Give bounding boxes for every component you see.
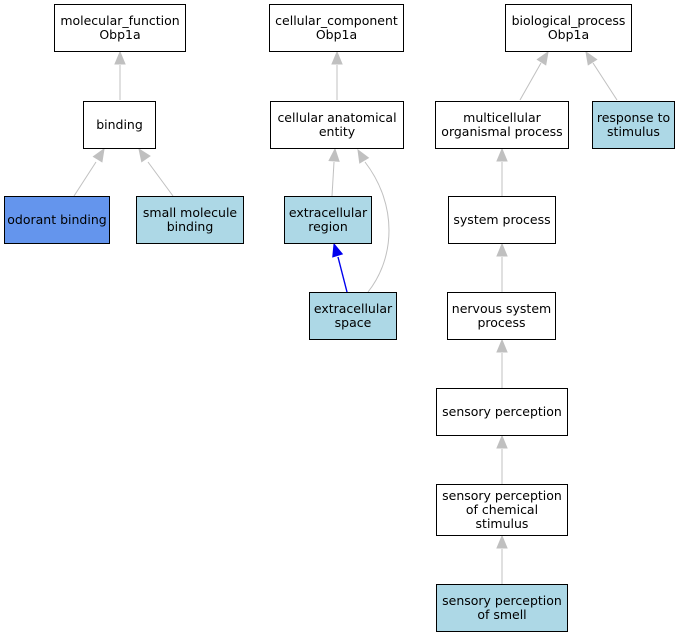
arrow-head-icon (328, 147, 340, 162)
term-label: sensory perception (442, 404, 562, 419)
arrow-head-icon (585, 50, 598, 66)
term-node-spos[interactable]: sensory perception of smell (436, 584, 568, 632)
term-label: molecular_function Obp1a (60, 13, 180, 42)
arrow-head-icon (138, 147, 151, 163)
term-node-smallmol[interactable]: small molecule binding (136, 196, 244, 244)
term-node-spcs[interactable]: sensory perception of chemical stimulus (436, 484, 568, 536)
arrow-head-icon (92, 147, 105, 163)
edge-spcs-to-sp (496, 434, 508, 484)
term-node-nsp[interactable]: nervous system process (447, 292, 556, 340)
edge-exspace-to-exreg (332, 242, 348, 293)
term-label: biological_process Obp1a (511, 13, 626, 42)
edge-mop-to-bp (519, 50, 549, 101)
term-label: cellular_component Obp1a (275, 13, 398, 42)
edge-rts-to-bp (585, 50, 618, 101)
edge-line (147, 161, 174, 197)
edge-odorant-to-binding (73, 147, 105, 197)
term-label: small molecule binding (142, 205, 238, 234)
edge-nsp-to-sysproc (496, 242, 508, 292)
arrow-head-icon (496, 338, 508, 353)
edge-line (519, 62, 542, 101)
edge-exreg-to-cae (328, 147, 340, 197)
edge-line (592, 62, 618, 101)
edge-exspace-to-cae (357, 148, 390, 293)
term-node-mop[interactable]: multicellular organismal process (435, 101, 569, 149)
term-label: extracellular space (313, 301, 393, 330)
term-node-mf[interactable]: molecular_function Obp1a (54, 4, 186, 52)
term-label: nervous system process (451, 301, 552, 330)
term-label: extracellular region (288, 205, 368, 234)
term-node-odorant[interactable]: odorant binding (4, 196, 110, 244)
arrow-head-icon (331, 50, 343, 65)
edge-cae-to-cc (331, 50, 343, 100)
edge-line (337, 256, 348, 293)
term-node-sp[interactable]: sensory perception (436, 388, 568, 436)
term-node-rts[interactable]: response to stimulus (592, 101, 675, 149)
edge-smallmol-to-binding (138, 147, 174, 197)
edge-line (73, 161, 97, 197)
arrow-head-icon (332, 242, 344, 258)
term-label: sensory perception of chemical stimulus (442, 488, 562, 531)
arrow-head-icon (114, 50, 126, 65)
term-node-cae[interactable]: cellular anatomical entity (270, 101, 404, 149)
term-label: cellular anatomical entity (277, 110, 397, 139)
edge-sp-to-nsp (496, 338, 508, 388)
arrow-head-icon (496, 242, 508, 257)
term-label: sensory perception of smell (442, 593, 562, 622)
edge-line (364, 161, 390, 293)
term-label: multicellular organismal process (441, 110, 563, 139)
arrow-head-icon (496, 147, 508, 162)
edge-line (331, 161, 335, 197)
term-node-exspace[interactable]: extracellular space (309, 292, 397, 340)
term-label: odorant binding (7, 212, 107, 227)
term-label: response to stimulus (596, 110, 671, 139)
edge-binding-to-mf (114, 50, 126, 100)
arrow-head-icon (536, 50, 549, 66)
term-node-cc[interactable]: cellular_component Obp1a (269, 4, 404, 52)
term-label: binding (96, 117, 143, 132)
arrow-head-icon (357, 148, 370, 164)
edge-spos-to-spcs (496, 534, 508, 584)
term-node-bp[interactable]: biological_process Obp1a (505, 4, 632, 52)
term-node-exreg[interactable]: extracellular region (284, 196, 372, 244)
arrow-head-icon (496, 434, 508, 449)
arrow-head-icon (496, 534, 508, 549)
term-node-sysproc[interactable]: system process (448, 196, 556, 244)
term-node-binding[interactable]: binding (83, 101, 156, 149)
term-label: system process (453, 212, 551, 227)
edge-sysproc-to-mop (496, 147, 508, 196)
